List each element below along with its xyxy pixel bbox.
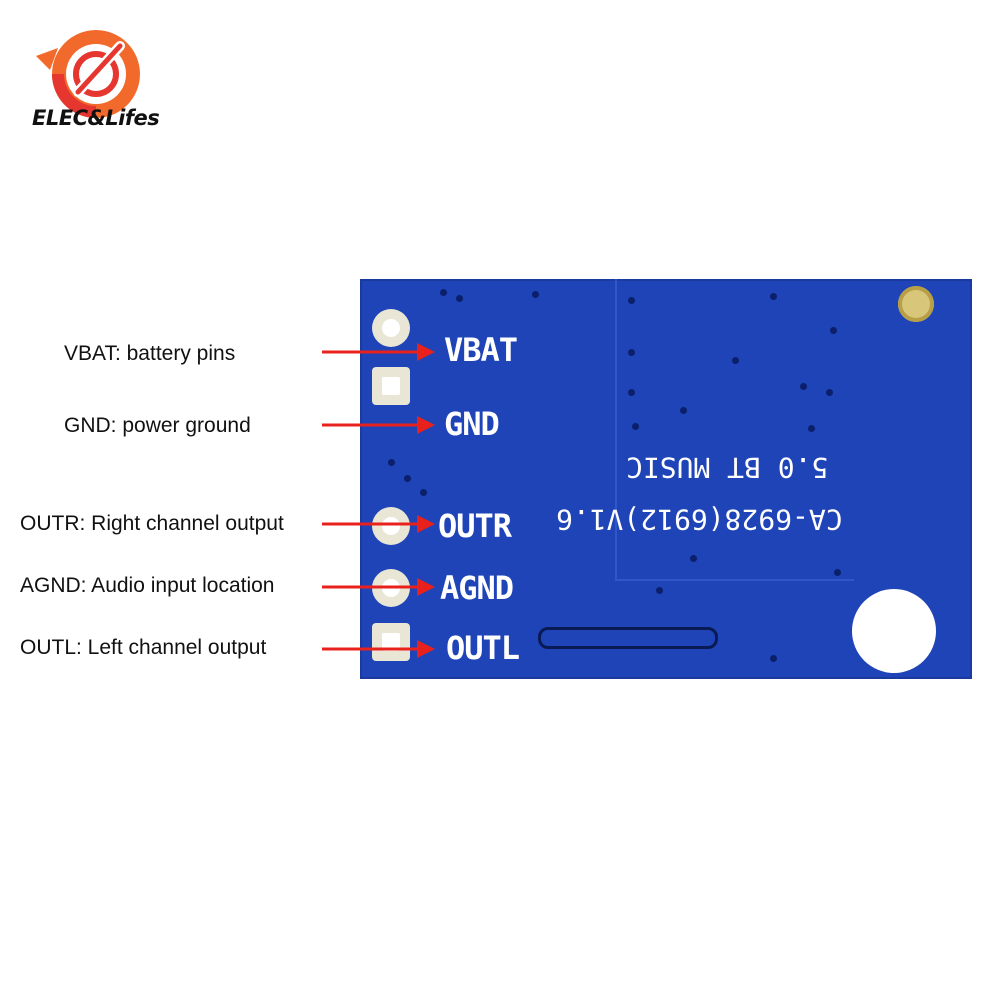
gnd-pin-label: GND	[444, 405, 500, 443]
outr-pin-label: OUTR	[438, 507, 512, 545]
silkscreen-model-number: CA-6928(6912)V1.6	[556, 503, 843, 536]
vbat-description: VBAT: battery pins	[64, 342, 236, 365]
outl-description: OUTL: Left channel output	[20, 636, 267, 659]
agnd-pin-label: AGND	[440, 569, 514, 607]
agnd-pin-pad	[372, 569, 410, 607]
via	[830, 327, 837, 334]
agnd-description: AGND: Audio input location	[20, 574, 275, 597]
via	[420, 489, 427, 496]
via	[826, 389, 833, 396]
gnd-pin-pad	[372, 367, 410, 405]
via	[834, 569, 841, 576]
vbat-pin-label: VBAT	[444, 331, 518, 369]
outr-pin-pad	[372, 507, 410, 545]
via	[770, 655, 777, 662]
mounting-pad	[898, 286, 934, 322]
vbat-pin-pad	[372, 309, 410, 347]
via	[628, 389, 635, 396]
silkscreen-model-bt: 5.0 BT MUSIC	[626, 451, 829, 484]
via	[632, 423, 639, 430]
via	[628, 349, 635, 356]
via	[628, 297, 635, 304]
via	[456, 295, 463, 302]
outr-description: OUTR: Right channel output	[20, 512, 284, 535]
mounting-hole	[852, 589, 936, 673]
bluetooth-module-board: VBAT GND OUTR AGND OUTL 5.0 BT MUSIC CA-…	[360, 279, 972, 679]
brand-logo	[36, 30, 140, 118]
via	[690, 555, 697, 562]
via	[404, 475, 411, 482]
gnd-description: GND: power ground	[64, 414, 251, 437]
rf-shield-outline	[615, 279, 854, 581]
outl-pin-label: OUTL	[446, 629, 520, 667]
via	[808, 425, 815, 432]
outl-pin-pad	[372, 623, 410, 661]
via	[532, 291, 539, 298]
brand-name: ELEC&Lifes	[32, 106, 160, 130]
board-slot	[538, 627, 718, 649]
via	[770, 293, 777, 300]
via	[800, 383, 807, 390]
via	[388, 459, 395, 466]
via	[656, 587, 663, 594]
via	[440, 289, 447, 296]
via	[680, 407, 687, 414]
via	[732, 357, 739, 364]
